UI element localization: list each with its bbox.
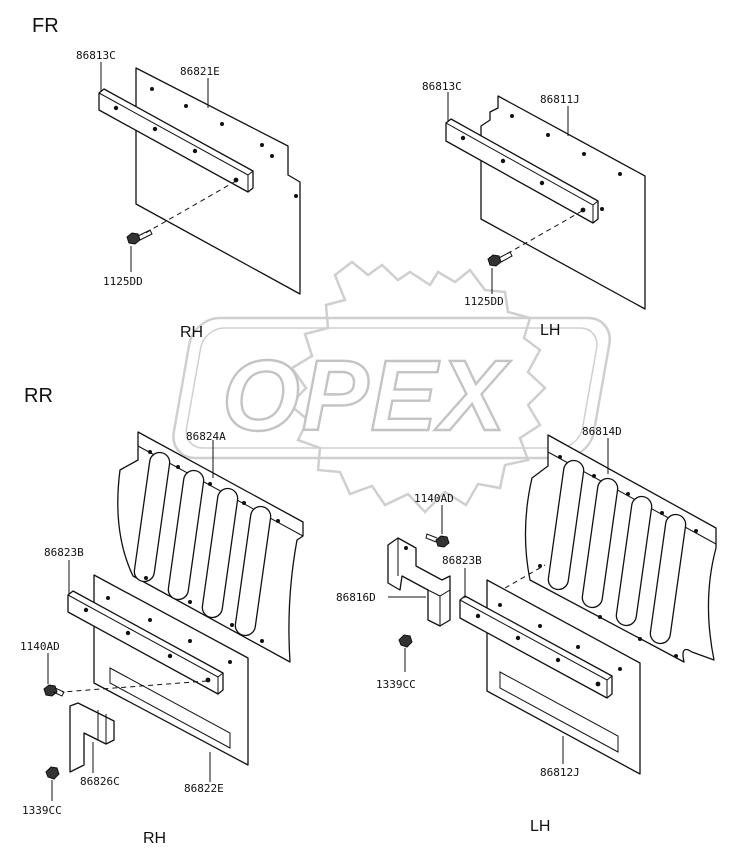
- front-lh-bolt-icon: [487, 251, 513, 267]
- label-86813c-fr-lh: 86813C: [422, 80, 462, 93]
- rear-lh-stay-fold: [397, 538, 451, 626]
- rear-rh-nut-icon: [45, 766, 60, 780]
- watermark-text: OPEX: [222, 340, 511, 452]
- section-label-front: FR: [32, 15, 59, 37]
- label-86823b-rr-lh: 86823B: [442, 554, 482, 567]
- side-label-rear-right: RH: [143, 830, 166, 847]
- side-label-rear-left: LH: [530, 818, 550, 835]
- rear-lh-flap-holes: [538, 455, 698, 658]
- label-86814d: 86814D: [582, 425, 622, 438]
- label-86816d: 86816D: [336, 591, 376, 604]
- label-1125dd-fr-rh: 1125DD: [103, 275, 143, 288]
- front-rh-bracket-edge: [98, 92, 254, 192]
- label-1339cc-rr-lh: 1339CC: [376, 678, 416, 691]
- rear-rh-dashed-line: [61, 680, 208, 693]
- label-86823b-rr-rh: 86823B: [44, 546, 84, 559]
- rear-lh-stay: [387, 537, 451, 627]
- label-86812j: 86812J: [540, 766, 580, 779]
- rear-rh-flap-ribs: [133, 451, 272, 637]
- front-rh-dashed-line: [141, 180, 237, 236]
- rear-lh-bolt-icon: [425, 533, 450, 548]
- front-rh-bracket-holes: [113, 105, 239, 183]
- rear-rh-bolt-icon: [43, 684, 65, 697]
- rear-rh-mudguard-holes: [106, 596, 232, 664]
- rear-lh-stay-hole: [404, 546, 408, 550]
- watermark: OPEX: [172, 260, 612, 514]
- rear-lh-dashed-line: [504, 564, 546, 589]
- front-rh-assembly: 86813C 86821E 1125DD: [76, 49, 301, 295]
- front-lh-bracket-edge: [445, 122, 599, 223]
- rear-lh-mudguard-slot: [499, 671, 619, 753]
- label-1339cc-rr-rh: 1339CC: [22, 804, 62, 817]
- side-label-front-right: RH: [180, 324, 203, 341]
- rear-lh-assembly: 86814D 1140AD 86823B 86816D 1339CC 86812…: [336, 425, 717, 779]
- rear-lh-flap-ribs: [547, 459, 687, 645]
- watermark-frame: [172, 316, 612, 460]
- rear-rh-flap-holes: [144, 450, 280, 643]
- front-lh-bracket-holes: [460, 135, 586, 213]
- section-label-rear: RR: [24, 385, 53, 407]
- label-86826c: 86826C: [80, 775, 120, 788]
- rear-rh-bracket-edge: [67, 594, 224, 694]
- label-1140ad-rr-rh: 1140AD: [20, 640, 60, 653]
- rear-lh-bracket-edge: [459, 599, 613, 698]
- front-lh-dashed-line: [504, 210, 583, 256]
- watermark-frame-inner: [185, 327, 598, 449]
- rear-rh-mudguard: [93, 574, 249, 766]
- front-rh-mud-flap: [135, 67, 301, 295]
- rear-lh-mudguard-holes: [498, 603, 622, 671]
- rear-rh-mudguard-slot: [109, 667, 231, 749]
- rear-lh-nut-icon: [398, 634, 413, 648]
- label-86821e: 86821E: [180, 65, 220, 78]
- label-86824a: 86824A: [186, 430, 226, 443]
- rear-rh-stay-fold: [83, 710, 107, 744]
- rear-lh-bracket-holes: [475, 613, 601, 687]
- label-86811j: 86811J: [540, 93, 580, 106]
- watermark-gear: [288, 260, 547, 514]
- front-lh-bracket: [445, 118, 599, 224]
- front-rh-bolt-icon: [126, 229, 153, 245]
- label-1125dd-fr-lh: 1125DD: [464, 295, 504, 308]
- rear-rh-assembly: 86824A 86823B 1140AD 1339CC 86826C 86822…: [20, 430, 304, 817]
- side-label-front-left: LH: [540, 322, 560, 339]
- label-1140ad-rr-lh: 1140AD: [414, 492, 454, 505]
- label-86813c-fr-rh: 86813C: [76, 49, 116, 62]
- front-lh-assembly: 86813C 86811J 1125DD: [422, 80, 646, 310]
- rear-rh-stay: [69, 702, 115, 773]
- label-86822e: 86822E: [184, 782, 224, 795]
